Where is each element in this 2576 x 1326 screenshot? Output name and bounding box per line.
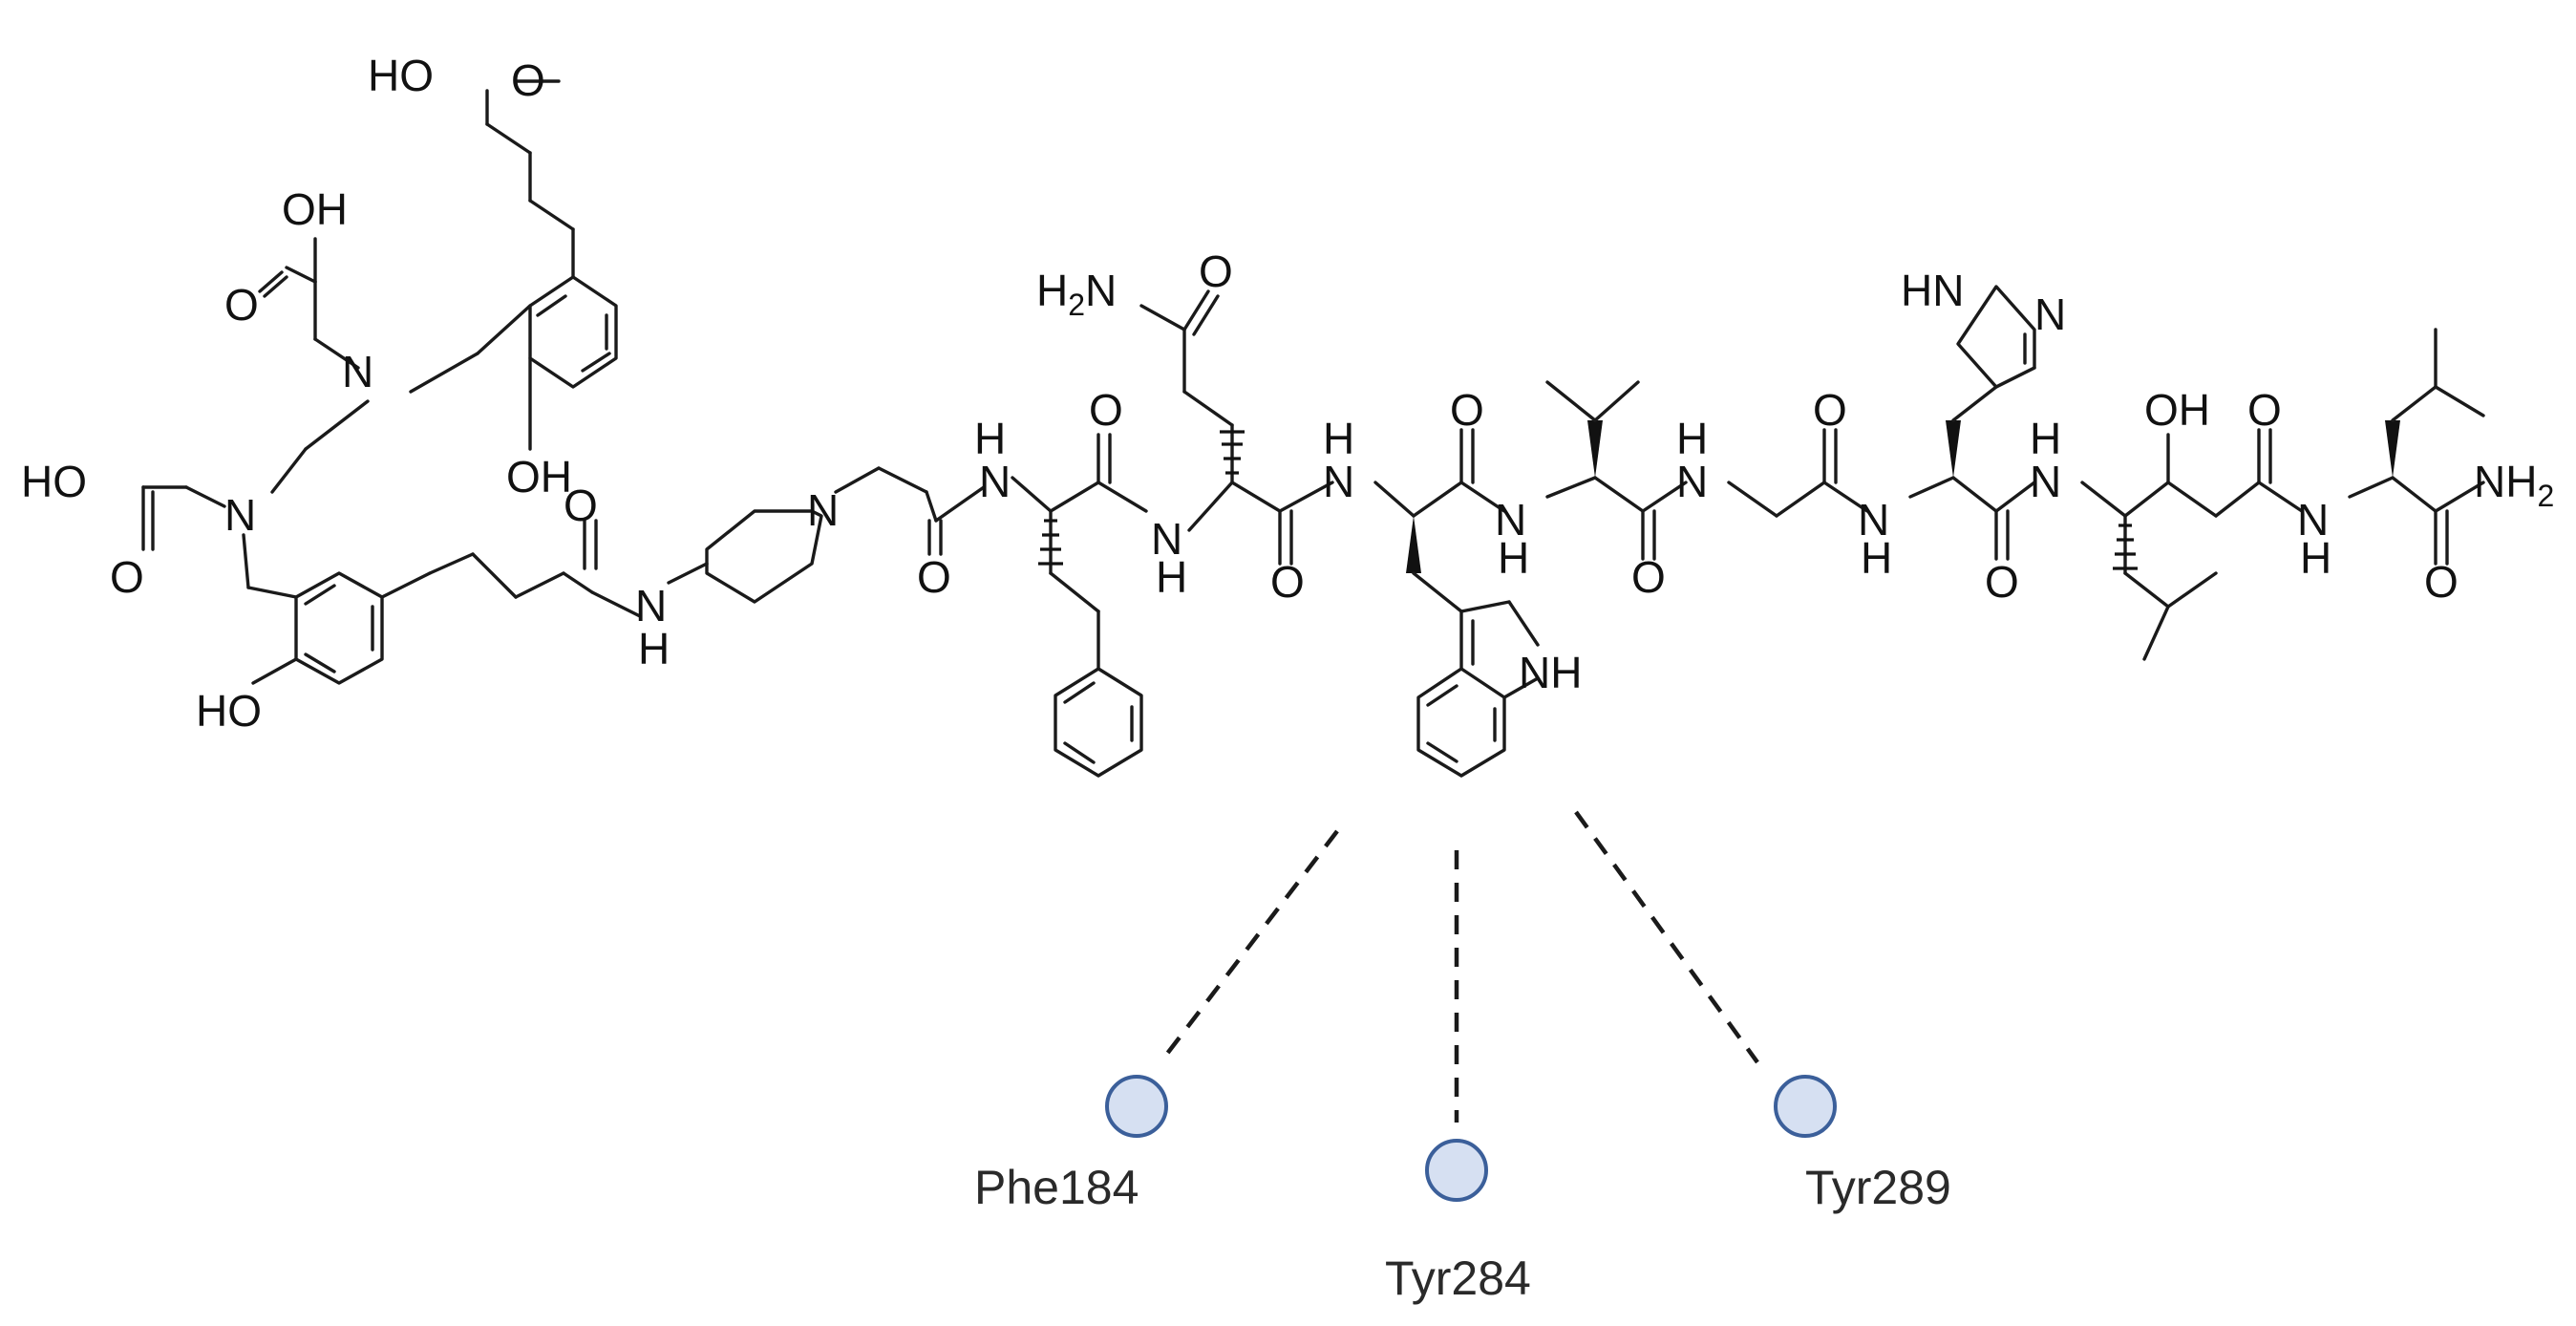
residue-node-tyr284 xyxy=(1425,1139,1488,1202)
atom-label-n: N xyxy=(807,485,839,535)
atom-label-oh: OH xyxy=(2144,385,2210,435)
atom-label-h: H xyxy=(2030,414,2061,463)
atom-label-ho: HO xyxy=(196,686,262,736)
atom-label-h: H xyxy=(1156,552,1187,602)
atom-label-n: N xyxy=(2297,495,2329,545)
atom-label-h: H xyxy=(974,414,1006,463)
atom-label-hn: HN xyxy=(1901,266,1964,315)
atom-label-h2n: H2N xyxy=(1036,266,1117,322)
atom-label-o: O xyxy=(1270,557,1305,607)
atom-label-n: N xyxy=(979,457,1011,506)
atom-label-n: N xyxy=(342,347,373,396)
atom-label-h: H xyxy=(1676,414,1708,463)
atom-label-oh: OH xyxy=(282,184,348,234)
peptide-backbone xyxy=(1011,285,2485,778)
atom-label-h: H xyxy=(1498,533,1529,583)
atom-label-o: O xyxy=(2247,385,2282,435)
atom-label-nh2: NH2 xyxy=(2474,457,2554,513)
atom-label-h: H xyxy=(1323,414,1354,463)
atom-label-n: N xyxy=(1495,495,1526,545)
atom-label-n: N xyxy=(1151,514,1182,564)
atom-label-oh: OH xyxy=(506,452,572,502)
residue-label-tyr289: Tyr289 xyxy=(1805,1161,1951,1214)
atom-label-n: N xyxy=(224,490,256,540)
atom-label-o: O xyxy=(1813,385,1847,435)
chelator-fragment xyxy=(141,79,642,685)
atom-labels: HO O OH O N OH HO N O O HO N H N O H N O… xyxy=(21,51,2554,736)
atom-label-n: N xyxy=(1858,495,1889,545)
residue-label-phe184: Phe184 xyxy=(974,1161,1139,1214)
atom-label-h: H xyxy=(638,624,670,674)
residue-nodes: Phe184 Tyr284 Tyr289 xyxy=(974,1075,1951,1305)
atom-label-o: O xyxy=(1985,557,2019,607)
atom-label-o: O xyxy=(564,481,598,530)
atom-label-o: O xyxy=(1199,246,1233,296)
atom-label-nh: NH xyxy=(1519,648,1582,697)
atom-label-ho: HO xyxy=(21,457,87,506)
atom-label-o: O xyxy=(511,55,545,105)
contact-line-phe184 xyxy=(1159,829,1339,1064)
residue-label-tyr284: Tyr284 xyxy=(1385,1251,1531,1305)
atom-label-n: N xyxy=(2030,457,2061,506)
residue-node-phe184 xyxy=(1105,1075,1168,1138)
atom-label-n: N xyxy=(1323,457,1354,506)
atom-label-ho: HO xyxy=(368,51,434,100)
contact-line-tyr289 xyxy=(1574,810,1759,1064)
atom-label-o: O xyxy=(1631,552,1666,602)
atom-label-n: N xyxy=(635,581,667,631)
atom-label-o: O xyxy=(2424,557,2459,607)
piperidine-linker xyxy=(667,466,986,604)
atom-label-o: O xyxy=(1089,385,1123,435)
atom-label-n: N xyxy=(2034,289,2066,339)
atom-label-h: H xyxy=(1861,533,1892,583)
atom-label-o: O xyxy=(1450,385,1484,435)
atom-label-h: H xyxy=(2300,533,2331,583)
atom-label-n: N xyxy=(1676,457,1708,506)
atom-label-o: O xyxy=(224,280,259,330)
atom-label-o: O xyxy=(110,552,144,602)
atom-label-o: O xyxy=(917,552,951,602)
interaction-lines xyxy=(1159,810,1759,1123)
residue-node-tyr289 xyxy=(1774,1075,1837,1138)
hashed-bonds xyxy=(1038,430,2138,570)
